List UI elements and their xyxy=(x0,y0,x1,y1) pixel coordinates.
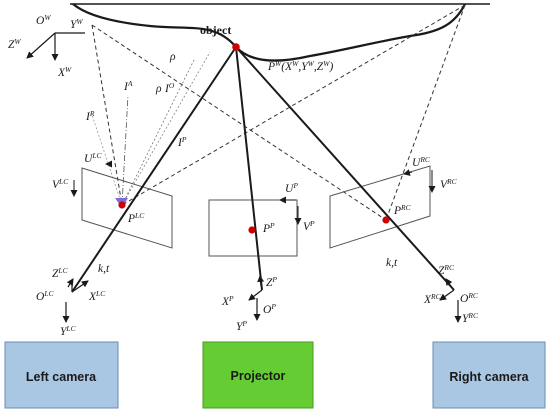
proj-x-label: XP xyxy=(221,294,234,308)
world-z-axis xyxy=(26,32,56,59)
object-label: object xyxy=(200,23,231,37)
ray-projector xyxy=(235,46,263,291)
ray-label-IO: IO xyxy=(164,81,175,95)
dashed-ray-IR xyxy=(91,114,123,206)
rho-label-lower: ρ xyxy=(155,83,162,95)
right-v-label: VRC xyxy=(440,177,458,191)
right-y-label: YRC xyxy=(462,311,479,325)
object-surface xyxy=(72,3,466,62)
left-z-label: ZLC xyxy=(52,266,69,280)
dashed-ray-IO xyxy=(121,57,196,206)
left-camera-box xyxy=(4,341,119,409)
ray-right-camera xyxy=(235,46,455,291)
ray-label-IA: IA xyxy=(123,79,133,93)
right-camera-label: Right camera xyxy=(449,370,529,384)
dashed-ray-right-to-left xyxy=(121,4,466,206)
proj-z-label: ZP xyxy=(266,275,277,289)
proj-o-label: OP xyxy=(263,302,276,316)
right-o-label: ORC xyxy=(460,291,479,305)
right-pixel-point xyxy=(382,216,390,224)
proj-x-axis xyxy=(248,289,263,301)
dashed-ray-rho xyxy=(121,51,211,206)
ray-label-IR: IR xyxy=(85,109,95,123)
left-o-label: OLC xyxy=(36,289,54,303)
proj-p-label: PP xyxy=(262,221,275,235)
world-y-label: YW xyxy=(70,17,83,31)
left-x-axis xyxy=(71,280,89,293)
right-x-label: XRC xyxy=(423,292,442,306)
proj-v-label: VP xyxy=(303,219,315,233)
left-x-label: XLC xyxy=(88,289,106,303)
right-camera-box xyxy=(432,341,546,409)
left-u-label: ULC xyxy=(84,151,102,165)
right-kt-label: k,t xyxy=(386,257,398,269)
projector-pixel-point xyxy=(248,226,256,234)
left-p-label: PLC xyxy=(127,211,145,225)
left-camera-label: Left camera xyxy=(26,370,97,384)
right-u-axis xyxy=(403,169,413,176)
left-image-plane xyxy=(81,167,173,249)
object-point xyxy=(232,43,240,51)
right-image-plane xyxy=(329,165,431,249)
dashed-ray-left-to-right xyxy=(91,24,387,221)
right-x-axis xyxy=(439,289,455,301)
left-pixel-point xyxy=(118,201,126,209)
right-z-arrow xyxy=(445,278,453,289)
world-x-label: XW xyxy=(57,65,72,79)
dashed-ray-IA xyxy=(121,94,129,206)
right-z-label: ZRC xyxy=(438,263,455,277)
left-v-label: VLC xyxy=(52,177,69,191)
proj-y-label: YP xyxy=(236,319,247,333)
ray-label-IP: IP xyxy=(177,135,187,149)
right-u-label: URC xyxy=(412,155,431,169)
left-kt-label: k,t xyxy=(98,263,110,275)
dashed-ray-left-top xyxy=(91,24,123,206)
dashed-ray-right-top xyxy=(385,4,466,221)
left-y-label: YLC xyxy=(60,324,77,338)
projector-label: Projector xyxy=(231,369,286,383)
world-point-label: PW(XW,YW,ZW) xyxy=(267,59,333,73)
left-z-arrow xyxy=(66,278,74,288)
proj-z-arrow xyxy=(257,275,265,287)
proj-u-label: UP xyxy=(285,181,298,195)
projector-box xyxy=(202,341,314,409)
rho-label-upper: ρ xyxy=(169,51,176,63)
world-z-label: ZW xyxy=(8,37,21,51)
world-origin-label: OW xyxy=(36,13,51,27)
ray-left-camera xyxy=(71,46,237,293)
right-p-label: PRC xyxy=(393,203,412,217)
